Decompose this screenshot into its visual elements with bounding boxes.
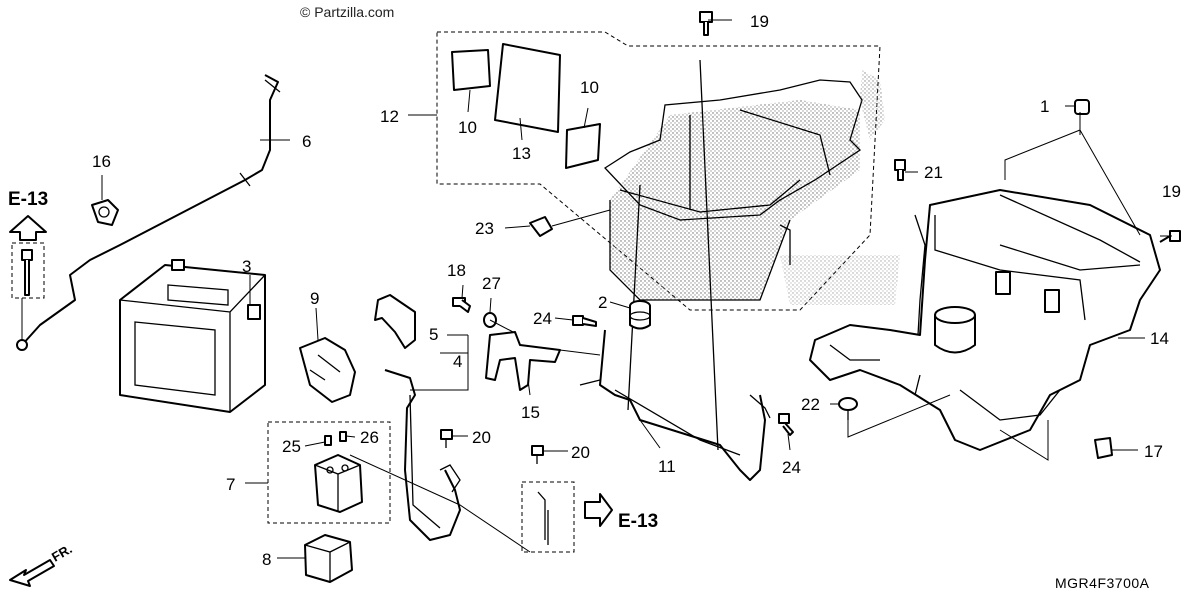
reference-e13-right[interactable]: E-13 [618, 511, 658, 532]
callout-10b[interactable]: 10 [580, 78, 599, 97]
callout-27[interactable]: 27 [482, 274, 501, 293]
callout-17[interactable]: 17 [1144, 442, 1163, 461]
callout-20a[interactable]: 20 [472, 428, 491, 447]
callout-9[interactable]: 9 [310, 289, 319, 308]
callout-1[interactable]: 1 [1040, 97, 1049, 116]
callout-7[interactable]: 7 [226, 475, 235, 494]
harness-wire-right [914, 194, 1141, 336]
terminal-cover-5[interactable] [374, 294, 416, 349]
bolt-24-lower[interactable] [778, 413, 794, 436]
stay-15[interactable] [485, 331, 561, 391]
grommet-17[interactable] [1094, 437, 1113, 459]
nut-20-right[interactable] [531, 445, 544, 464]
relay-8[interactable] [304, 534, 353, 583]
rubber-pad-10b[interactable] [565, 123, 601, 169]
grommet-1[interactable] [1074, 99, 1090, 115]
callout-12[interactable]: 12 [380, 107, 399, 126]
battery-3[interactable] [119, 259, 266, 413]
screw-19-top[interactable] [699, 11, 713, 36]
callout-23[interactable]: 23 [475, 219, 494, 238]
callout-25[interactable]: 25 [282, 437, 301, 456]
cable-clamp-16[interactable] [91, 199, 119, 226]
callout-21[interactable]: 21 [924, 163, 943, 182]
callout-11[interactable]: 11 [658, 457, 676, 476]
callout-4[interactable]: 4 [453, 352, 462, 371]
bolt-24-upper[interactable] [572, 315, 597, 327]
front-direction-arrow-icon [9, 559, 55, 587]
reference-arrow-right-icon [584, 493, 613, 527]
positive-cable-4[interactable] [384, 369, 461, 541]
front-direction-label: FR. [49, 541, 75, 564]
battery-tray-14[interactable] [809, 189, 1161, 451]
callout-13[interactable]: 13 [512, 144, 531, 163]
negative-cable-6[interactable] [16, 74, 281, 351]
callout-3[interactable]: 3 [242, 257, 251, 276]
callout-19a[interactable]: 19 [750, 12, 769, 31]
rubber-pad-10a[interactable] [451, 49, 491, 91]
fuse-26[interactable] [339, 431, 347, 442]
starter-relay-7[interactable] [314, 454, 363, 513]
callout-19b[interactable]: 19 [1162, 182, 1181, 201]
callout-20b[interactable]: 20 [571, 443, 590, 462]
diagram-code: MGR4F3700A [1055, 575, 1150, 591]
relay-group-box-7 [267, 421, 391, 524]
clip-23[interactable] [529, 216, 553, 237]
callout-8[interactable]: 8 [262, 550, 271, 569]
callout-14[interactable]: 14 [1150, 329, 1169, 348]
reference-arrow-up-icon [9, 215, 47, 241]
bolt-e13-left[interactable] [11, 242, 45, 299]
callout-26[interactable]: 26 [360, 428, 379, 447]
battery-box[interactable] [603, 79, 900, 305]
callout-5[interactable]: 5 [429, 325, 438, 344]
callout-18[interactable]: 18 [447, 261, 466, 280]
cushion-13[interactable] [494, 43, 561, 133]
callout-6[interactable]: 6 [302, 132, 311, 151]
callout-15[interactable]: 15 [521, 403, 540, 422]
callout-16[interactable]: 16 [92, 152, 111, 171]
reference-e13-left[interactable]: E-13 [8, 189, 48, 210]
grommet-2[interactable] [629, 300, 651, 330]
nut-20-left[interactable] [440, 429, 453, 448]
bolt-21[interactable] [894, 159, 906, 181]
callout-10a[interactable]: 10 [458, 118, 477, 137]
callout-22[interactable]: 22 [801, 395, 820, 414]
bolt-18[interactable] [452, 297, 471, 313]
leader-lines [21, 19, 1172, 559]
callout-24b[interactable]: 24 [782, 458, 801, 477]
fuse-25[interactable] [324, 435, 332, 446]
relay-cap-9[interactable] [299, 337, 356, 403]
callout-2[interactable]: 2 [598, 293, 607, 312]
battery-bracket-11[interactable] [579, 59, 771, 481]
bolt-22[interactable] [838, 397, 858, 420]
e13-right-box [521, 481, 575, 553]
watermark-text: © Partzilla.com [300, 4, 395, 20]
callout-24a[interactable]: 24 [533, 309, 552, 328]
